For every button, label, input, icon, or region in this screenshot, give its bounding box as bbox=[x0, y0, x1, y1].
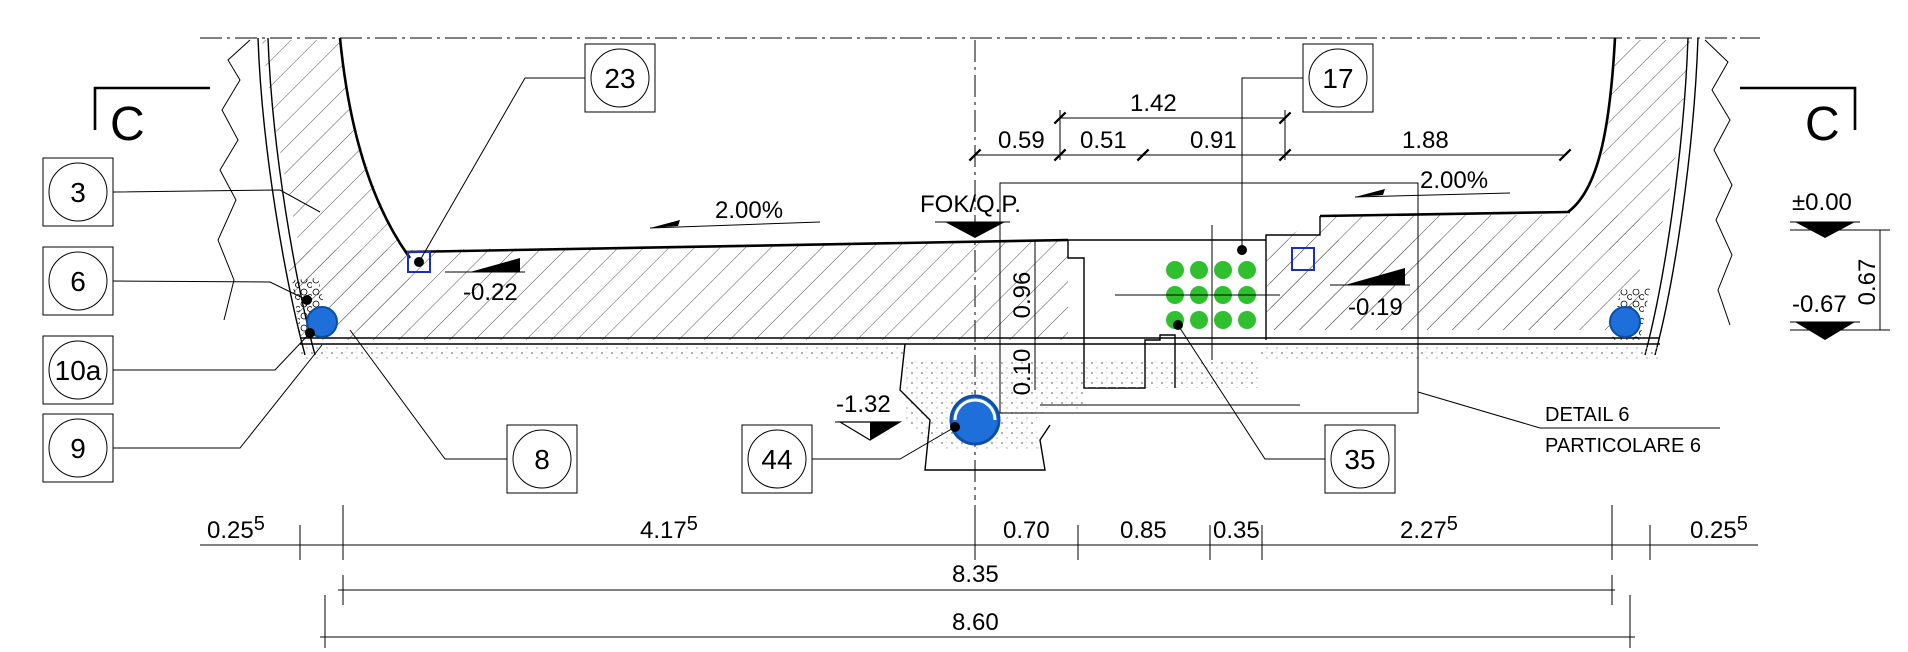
dim-835: 8.35 bbox=[952, 561, 999, 588]
svg-text:10a: 10a bbox=[55, 355, 102, 386]
dim-091: 0.91 bbox=[1190, 127, 1237, 154]
detail-6-label: DETAIL 6 PARTICOLARE 6 bbox=[1540, 404, 1720, 457]
callout-10a: 10a bbox=[42, 328, 315, 405]
detail-6-box bbox=[999, 182, 1419, 414]
slope-right: 2.00% bbox=[1354, 167, 1511, 198]
svg-text:±0.00: ±0.00 bbox=[1792, 189, 1852, 216]
dim-059: 0.59 bbox=[998, 127, 1045, 154]
callout-8: 8 bbox=[349, 329, 578, 494]
callout-23: 23 bbox=[418, 43, 656, 263]
level-067: -0.67 bbox=[1790, 291, 1860, 340]
callout-6: 6 bbox=[42, 246, 312, 316]
level-132: -1.32 bbox=[835, 391, 903, 441]
dim-860: 8.60 bbox=[952, 609, 999, 636]
detail-6-leader bbox=[1417, 391, 1541, 429]
svg-text:8: 8 bbox=[534, 444, 550, 475]
slope-left: 2.00% bbox=[649, 197, 821, 229]
svg-text:23: 23 bbox=[604, 63, 635, 94]
dims-top: 1.42 0.59 0.51 0.91 1.88 0.96 0.10 0.67 bbox=[975, 90, 1890, 395]
section-label-left: C bbox=[110, 98, 145, 151]
svg-text:-0.67: -0.67 bbox=[1792, 291, 1847, 318]
dim-035: 0.35 bbox=[1213, 517, 1260, 544]
svg-text:44: 44 bbox=[761, 444, 792, 475]
left-blue-pipe bbox=[306, 306, 338, 338]
dim-025-right: 0.255 bbox=[1690, 513, 1748, 544]
svg-text:-0.19: -0.19 bbox=[1348, 294, 1403, 321]
callout-9: 9 bbox=[42, 344, 323, 483]
section-mark-right: C bbox=[1740, 86, 1857, 151]
dim-070: 0.70 bbox=[1003, 517, 1050, 544]
right-blue-pipe bbox=[1609, 306, 1641, 338]
dim-2275: 2.275 bbox=[1400, 513, 1458, 544]
svg-text:2.00%: 2.00% bbox=[715, 197, 783, 224]
svg-text:17: 17 bbox=[1322, 63, 1353, 94]
svg-text:9: 9 bbox=[70, 433, 86, 464]
svg-text:FOK/Q.P.: FOK/Q.P. bbox=[920, 191, 1021, 218]
central-collector-pipe bbox=[949, 394, 1001, 446]
dim-188: 1.88 bbox=[1402, 127, 1449, 154]
dim-096: 0.96 bbox=[1009, 272, 1036, 319]
svg-text:-1.32: -1.32 bbox=[836, 391, 891, 418]
callout-44: 44 bbox=[741, 422, 960, 494]
dim-051: 0.51 bbox=[1080, 127, 1127, 154]
dim-085: 0.85 bbox=[1120, 517, 1167, 544]
level-019: -0.19 bbox=[1330, 268, 1410, 321]
svg-text:-0.22: -0.22 bbox=[463, 279, 518, 306]
svg-text:DETAIL 6: DETAIL 6 bbox=[1545, 404, 1629, 426]
section-mark-left: C bbox=[93, 86, 210, 151]
left-drain-channel bbox=[407, 251, 431, 273]
svg-text:6: 6 bbox=[70, 266, 86, 297]
svg-text:2.00%: 2.00% bbox=[1420, 167, 1488, 194]
svg-text:3: 3 bbox=[70, 177, 86, 208]
svg-text:PARTICOLARE 6: PARTICOLARE 6 bbox=[1545, 435, 1701, 457]
svg-text:35: 35 bbox=[1344, 444, 1375, 475]
dim-142: 1.42 bbox=[1130, 90, 1177, 117]
callout-3: 3 bbox=[42, 157, 321, 227]
callout-17: 17 bbox=[1237, 43, 1374, 255]
dims-bottom: 0.255 4.175 0.70 0.85 0.35 2.275 0.255 8… bbox=[200, 505, 1758, 648]
level-fok: FOK/Q.P. bbox=[920, 191, 1021, 238]
level-000: ±0.00 bbox=[1790, 189, 1860, 238]
section-label-right: C bbox=[1805, 98, 1840, 151]
dim-025-left: 0.255 bbox=[207, 513, 265, 544]
level-022: -0.22 bbox=[445, 258, 525, 306]
right-drain-channel bbox=[1291, 247, 1315, 271]
cable-bundle bbox=[1115, 225, 1280, 360]
callout-35: 35 bbox=[1173, 320, 1396, 494]
dim-4175: 4.175 bbox=[640, 513, 698, 544]
dim-010: 0.10 bbox=[1009, 349, 1036, 396]
dim-067: 0.67 bbox=[1854, 259, 1881, 306]
